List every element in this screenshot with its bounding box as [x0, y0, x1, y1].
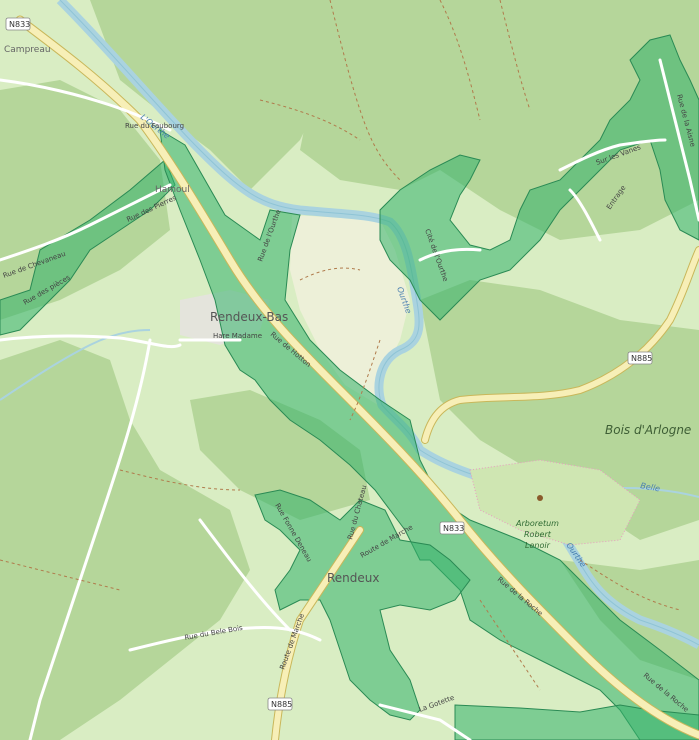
river-outline: [59, 0, 699, 646]
svg-text:N833: N833: [443, 524, 464, 533]
label-rue-du-faubourg: Rue du Faubourg: [125, 122, 184, 130]
arboretum-area: [469, 459, 641, 546]
shield-n833-mid: N833: [439, 521, 465, 535]
clearing-field: [290, 215, 410, 405]
tracks: [0, 0, 681, 691]
label-rendeux-bas: Rendeux-Bas: [210, 310, 288, 324]
stream-west: [0, 329, 151, 401]
label-hamoul: Hamoul: [155, 185, 190, 195]
label-hare-madame: Hare Madame: [213, 332, 262, 340]
label-campreau: Campreau: [4, 45, 51, 55]
svg-text:N885: N885: [271, 700, 292, 709]
label-arboretum-2: Robert: [524, 530, 552, 539]
shield-n885-bottom: N885: [267, 697, 293, 711]
label-rendeux: Rendeux: [327, 571, 380, 585]
svg-text:N885: N885: [631, 354, 652, 363]
shield-n885-east: N885: [627, 351, 653, 365]
shield-n833-top: N833: [5, 17, 31, 31]
roads-minor: [0, 58, 699, 740]
label-arboretum-3: Lenoir: [525, 541, 551, 550]
label-arboretum-1: Arboretum: [515, 519, 559, 528]
svg-text:N833: N833: [9, 20, 30, 29]
label-bois-darlogne: Bois d'Arlogne: [605, 423, 691, 437]
arboretum-marker[interactable]: [537, 495, 543, 501]
label-belle: Belle: [640, 481, 661, 493]
